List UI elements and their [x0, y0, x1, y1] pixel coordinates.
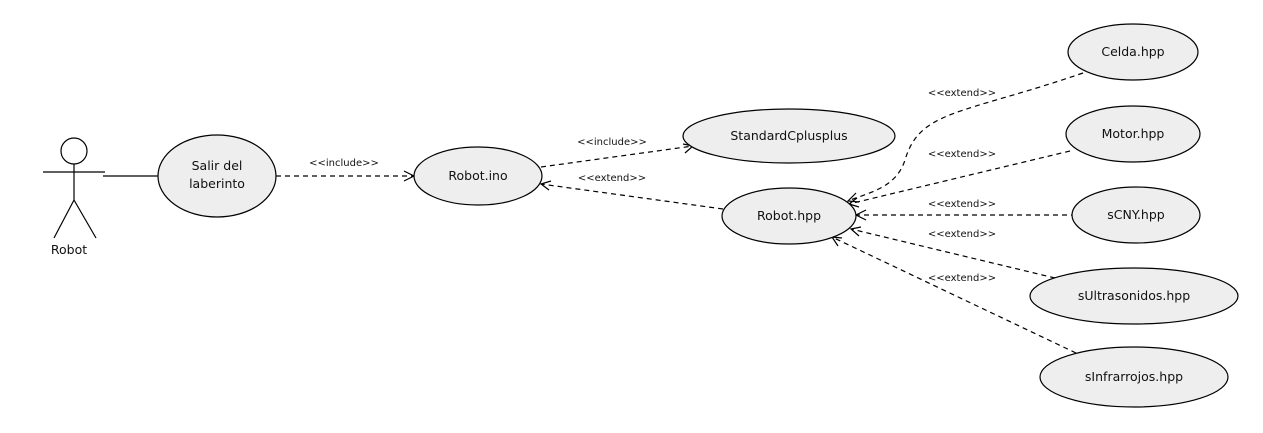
- edge-extend-robothpp-robotino: [540, 183, 724, 210]
- usecase-robot-ino-label: Robot.ino: [448, 168, 507, 183]
- arrowhead-extend-robotino: [539, 180, 552, 191]
- edge-extend-motor: [848, 150, 1071, 205]
- arrowhead-extend-sultra: [849, 226, 862, 237]
- usecase-sinfra-label: sInfrarrojos.hpp: [1085, 369, 1183, 384]
- label-include-1: <<include>>: [309, 158, 379, 169]
- usecase-motor-label: Motor.hpp: [1102, 126, 1165, 141]
- label-extend-motor: <<extend>>: [928, 149, 996, 160]
- usecase-robot-hpp-label: Robot.hpp: [757, 208, 821, 223]
- edge-extend-sultra: [850, 228, 1056, 279]
- arrowhead-extend-sinfra: [830, 236, 843, 247]
- usecase-sinfrarrojos[interactable]: sInfrarrojos.hpp: [1039, 346, 1229, 408]
- relations: [276, 72, 1094, 354]
- usecase-sultrasonidos[interactable]: sUltrasonidos.hpp: [1029, 267, 1239, 325]
- label-extend-celda: <<extend>>: [928, 88, 996, 99]
- usecase-scny-label: sCNY.hpp: [1107, 207, 1165, 222]
- actor-robot[interactable]: [43, 137, 105, 239]
- usecase-celda[interactable]: Celda.hpp: [1067, 23, 1199, 81]
- usecase-standardcplusplus[interactable]: StandardCplusplus: [682, 108, 896, 164]
- label-include-2: <<include>>: [577, 137, 647, 148]
- usecase-celda-label: Celda.hpp: [1101, 44, 1164, 59]
- usecase-salir[interactable]: Salir del laberinto: [157, 134, 277, 218]
- usecase-salir-line1: Salir del: [192, 158, 243, 173]
- usecase-robot-ino[interactable]: Robot.ino: [413, 146, 543, 206]
- actor-label: Robot: [51, 242, 87, 257]
- usecase-standard-label: StandardCplusplus: [730, 128, 847, 143]
- usecase-salir-line2: laberinto: [189, 176, 245, 191]
- label-extend-scny: <<extend>>: [928, 199, 996, 210]
- arrowhead-extend-celda: [846, 192, 860, 203]
- usecase-scny[interactable]: sCNY.hpp: [1071, 186, 1201, 244]
- usecase-sultra-label: sUltrasonidos.hpp: [1078, 288, 1190, 303]
- usecase-motor[interactable]: Motor.hpp: [1065, 105, 1201, 163]
- usecase-robot-hpp[interactable]: Robot.hpp: [721, 187, 857, 245]
- label-extend-robot: <<extend>>: [578, 173, 646, 184]
- label-extend-sultra: <<extend>>: [928, 229, 996, 240]
- edge-extend-sinfra: [831, 236, 1077, 354]
- label-extend-sinfra: <<extend>>: [928, 273, 996, 284]
- edge-include-robotino-standard: [540, 145, 694, 168]
